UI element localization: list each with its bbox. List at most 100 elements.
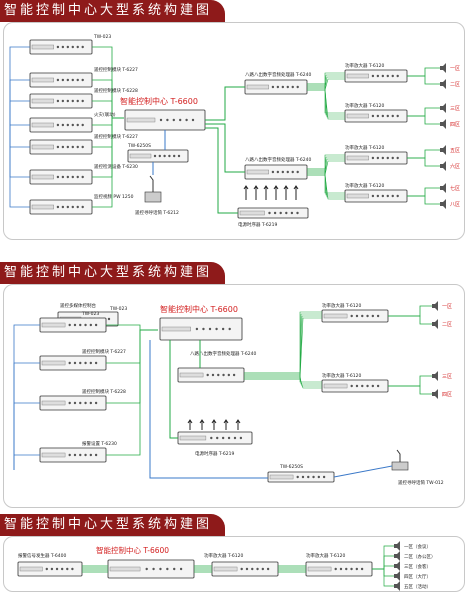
s1-power-arrowhead-2 [263,185,269,190]
s1-device-4-knob [56,145,60,149]
s1-device-3-knob [81,123,84,127]
s2-power-arrowhead-2 [211,419,217,424]
s3-alarm-knob [50,567,54,571]
s3-amp-1 [211,561,279,577]
s2-device-2-knob [84,401,87,405]
s1-wire-zone-0-0 [407,67,440,77]
s1-wire-amp-1-1 [307,85,345,116]
s3-zone-0: 一区（会议） [404,543,431,550]
s1-zone-0: 一区 [450,66,460,72]
s1-device-5-knob [61,175,65,179]
s1-device-2-knob [61,99,65,103]
s1-mic-base [144,191,162,203]
s2-power-knob [239,436,243,440]
s3-amp-2-knob [345,567,348,571]
s2-tw-label: TW-023 [109,306,127,312]
s3-amp-2-knob [350,567,353,571]
s2-dsp-display [179,372,204,378]
s2-device-label-1: 遥控控制模块 T-6227 [82,348,126,355]
s1-dsp-1-knob [296,85,299,89]
s2-power-knob [221,436,225,440]
s2-wire-left-2 [13,402,40,470]
s1-device-6-knob [81,205,84,209]
s2-power-label: 电源时序器 T-6219 [195,450,234,457]
s3-center-device-knob [173,567,176,571]
s3-amp-1-knob [256,567,259,571]
s3-center-device [107,559,195,579]
s1-amp-2-knob [376,156,380,160]
s1-dsp-1-display [246,84,269,90]
s3-zone-1: 二区（办公区） [404,553,436,560]
s2-dsp-knob [217,373,220,377]
s1-amp-0-knob [396,74,399,78]
s2-tw6250-knob [312,475,315,479]
s2-tw6250-knob [317,475,321,479]
s2-tw-device-knob [107,317,111,321]
s2-tw6250-label: TW-6250S [279,464,303,470]
s1-amp-1-knob [381,114,385,118]
s2-tw6250-knob [322,475,326,479]
s2-wire-left-0 [13,324,40,470]
s1-amp-3-knob [376,194,380,198]
s2-dsp-knob [222,373,225,377]
s1-wire-mid-0 [92,46,124,119]
s1-amp-1-knob [391,114,394,118]
s1-device-6-knob [61,205,65,209]
s2-mic-label: 遥控寻呼话筒 TW-012 [398,479,444,486]
s2-device-3-knob [89,453,93,457]
s1-amp-2-knob [381,156,385,160]
s1-speaker-3-0 [440,183,446,193]
s1-dsp-1-knob [281,85,285,89]
s1-power-arrowhead-0 [243,185,249,190]
s1-device-0-knob [56,45,60,49]
s1-amp-1-knob [396,114,399,118]
s1-wire-amp-3-1 [307,170,345,196]
s2-wire-amp-0-0 [244,311,322,374]
s2-center-device-knob [202,327,205,331]
s1-device-5-knob [71,175,74,179]
s2-device-3-display [41,452,66,458]
s2-device-3-knob [68,453,71,457]
s1-device-0-knob [71,45,74,49]
s2-center-device-knob [208,327,212,331]
s2-speaker-0-1 [432,319,438,329]
s3-amp-1-knob [261,567,265,571]
s1-device-3-knob [61,123,65,127]
s1-zone-6: 七区 [450,185,460,192]
s2-device-0-display [41,322,66,328]
s2-wire-zone-1-1 [388,385,432,395]
s1-wire-zone-0-1 [407,75,440,85]
s1-device-4-display [31,144,54,150]
s1-wire-zone-3-1 [407,195,440,205]
s1-device-label-1: 遥控控制模块 T-6227 [94,66,138,73]
s2-device-0-knob [68,323,71,327]
s1-amp-3-knob [371,194,375,198]
s2-device-0-knob [79,323,82,327]
s2-center-label: 智能控制中心 T-6600 [160,304,238,314]
s2-mic-base [391,461,409,471]
s1-amp-2-knob [396,156,399,160]
s1-device-1-knob [81,78,84,82]
s2-wire-zone-0-0 [388,305,432,317]
s3-wire-zone-4 [372,568,394,587]
s2-center-device-knob [195,327,199,331]
s1-device-4-knob [76,145,79,149]
s3-center-label: 智能控制中心 T-6600 [96,545,169,555]
s1-device-1-knob [76,78,79,82]
s1-device-1-knob [61,78,65,82]
s1-wire-c-dsp1 [205,86,245,121]
s2-device-1-knob [68,361,71,365]
s1-amp-3-knob [381,194,385,198]
s1-device-3-knob [56,123,60,127]
s1-amp-0-knob [381,74,385,78]
s1-speaker-0-0 [440,63,446,73]
s2-amp-label-1: 功率放大器 T-6120 [322,372,361,379]
s1-amp-2-knob [371,156,375,160]
s2-amp-0-knob [350,314,353,318]
s2-tw6250-knob [307,475,310,479]
s1-tw-label: TW-6250S [127,143,151,149]
s1-device-3-knob [76,123,79,127]
s1-wire-zone-3-0 [407,187,440,197]
s3-amp-2-knob [355,567,359,571]
